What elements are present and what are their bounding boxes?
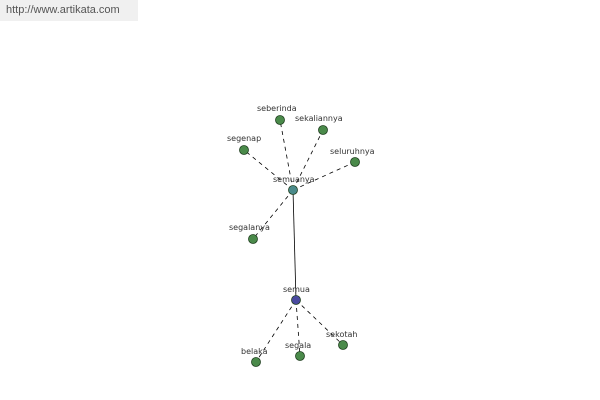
node-sekotah[interactable] bbox=[338, 340, 348, 350]
edge-semua-sekotah bbox=[295, 299, 344, 346]
edge-semuanya-seberinda bbox=[279, 119, 294, 191]
node-belaka[interactable] bbox=[251, 357, 261, 367]
node-semuanya[interactable] bbox=[288, 185, 298, 195]
node-segalanya[interactable] bbox=[248, 234, 258, 244]
node-semua[interactable] bbox=[291, 295, 301, 305]
node-label-sekotah: sekotah bbox=[326, 330, 357, 339]
node-seluruhnya[interactable] bbox=[350, 157, 360, 167]
node-label-sekaliannya: sekaliannya bbox=[295, 114, 343, 123]
node-label-semuanya: semuanya bbox=[273, 175, 315, 184]
node-label-semua: semua bbox=[283, 285, 310, 294]
watermark-url: http://www.artikata.com bbox=[0, 0, 138, 21]
edge-semua-segala bbox=[295, 299, 301, 357]
edge-semua-semuanya bbox=[292, 189, 297, 301]
node-seberinda[interactable] bbox=[275, 115, 285, 125]
node-label-segala: segala bbox=[285, 341, 311, 350]
edge-semuanya-segenap bbox=[243, 149, 294, 191]
node-label-belaka: belaka bbox=[241, 347, 268, 356]
edge-semuanya-segalanya bbox=[252, 189, 294, 240]
edge-semuanya-seluruhnya bbox=[292, 161, 356, 191]
node-label-segalanya: segalanya bbox=[229, 223, 270, 232]
graph-edges bbox=[243, 119, 356, 363]
node-segenap[interactable] bbox=[239, 145, 249, 155]
edge-semuanya-sekaliannya bbox=[292, 129, 324, 191]
node-label-seberinda: seberinda bbox=[257, 104, 297, 113]
node-label-segenap: segenap bbox=[227, 134, 261, 143]
node-segala[interactable] bbox=[295, 351, 305, 361]
node-sekaliannya[interactable] bbox=[318, 125, 328, 135]
node-label-seluruhnya: seluruhnya bbox=[330, 147, 375, 156]
